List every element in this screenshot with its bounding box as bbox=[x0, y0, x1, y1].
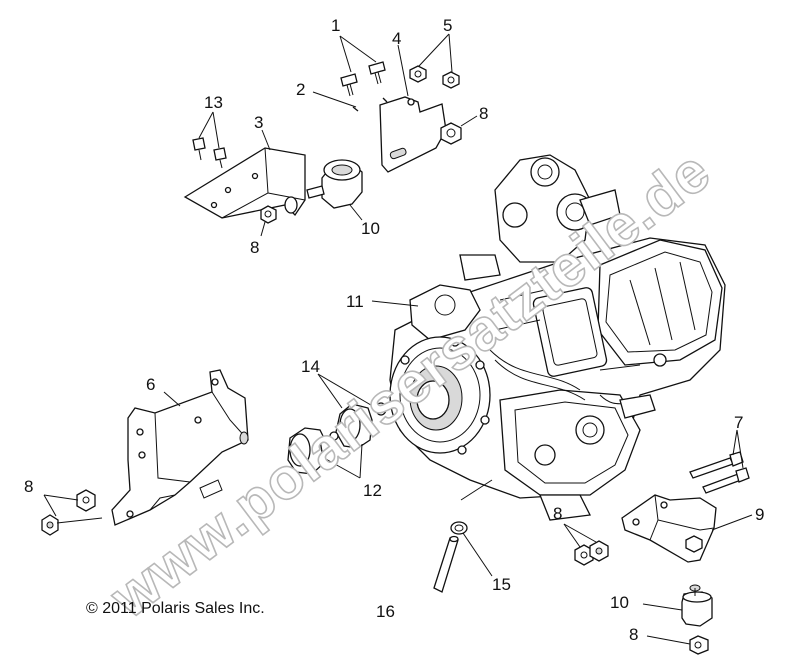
engine-assembly bbox=[389, 154, 726, 521]
part-5-nuts bbox=[409, 65, 460, 89]
part-12-mounts bbox=[287, 403, 373, 475]
part-16-hose bbox=[433, 535, 459, 593]
copyright-notice: © 2011 Polaris Sales Inc. bbox=[86, 600, 265, 617]
part-7-bolts bbox=[689, 451, 750, 494]
callout-14: 14 bbox=[301, 357, 320, 376]
leader-lines bbox=[43, 33, 753, 645]
part-14-washer bbox=[375, 402, 387, 416]
callout-9: 9 bbox=[755, 505, 764, 524]
callout-8-e: 8 bbox=[629, 625, 638, 644]
part-2-pin bbox=[352, 97, 388, 112]
part-6-bracket bbox=[111, 369, 249, 526]
callout-16: 16 bbox=[376, 602, 395, 621]
part-9-bracket bbox=[621, 494, 717, 563]
callout-10-b: 10 bbox=[610, 593, 629, 612]
callout-6: 6 bbox=[146, 375, 155, 394]
part-8-nut-b bbox=[440, 122, 462, 145]
part-8-nut-a bbox=[260, 205, 277, 224]
callout-5: 5 bbox=[443, 16, 452, 35]
callout-3: 3 bbox=[254, 113, 263, 132]
part-8-nuts-left bbox=[41, 489, 96, 536]
part-8-nut-bottom bbox=[689, 635, 709, 655]
part-10-mount-top bbox=[306, 159, 363, 209]
part-3-bracket bbox=[183, 147, 306, 219]
callout-8-a: 8 bbox=[479, 104, 488, 123]
callout-numbers: 1 2 3 4 5 8 13 8 10 11 14 6 12 8 7 9 8 1… bbox=[24, 16, 764, 644]
part-13-bolts bbox=[192, 137, 227, 169]
part-15-clamp bbox=[450, 521, 468, 535]
callout-10-a: 10 bbox=[361, 219, 380, 238]
callout-2: 2 bbox=[296, 80, 305, 99]
part-4-bracket bbox=[379, 96, 447, 173]
callout-15: 15 bbox=[492, 575, 511, 594]
callout-7: 7 bbox=[734, 413, 743, 432]
callout-1: 1 bbox=[331, 16, 340, 35]
callout-8-b: 8 bbox=[250, 238, 259, 257]
part-10-mount-bottom bbox=[681, 584, 713, 627]
callout-8-d: 8 bbox=[553, 504, 562, 523]
callout-8-c: 8 bbox=[24, 477, 33, 496]
callout-13: 13 bbox=[204, 93, 223, 112]
callout-12: 12 bbox=[363, 481, 382, 500]
callout-11: 11 bbox=[346, 292, 364, 311]
callout-4: 4 bbox=[392, 29, 401, 48]
part-8-nuts-center bbox=[574, 540, 609, 566]
part-1-pins bbox=[340, 61, 386, 97]
